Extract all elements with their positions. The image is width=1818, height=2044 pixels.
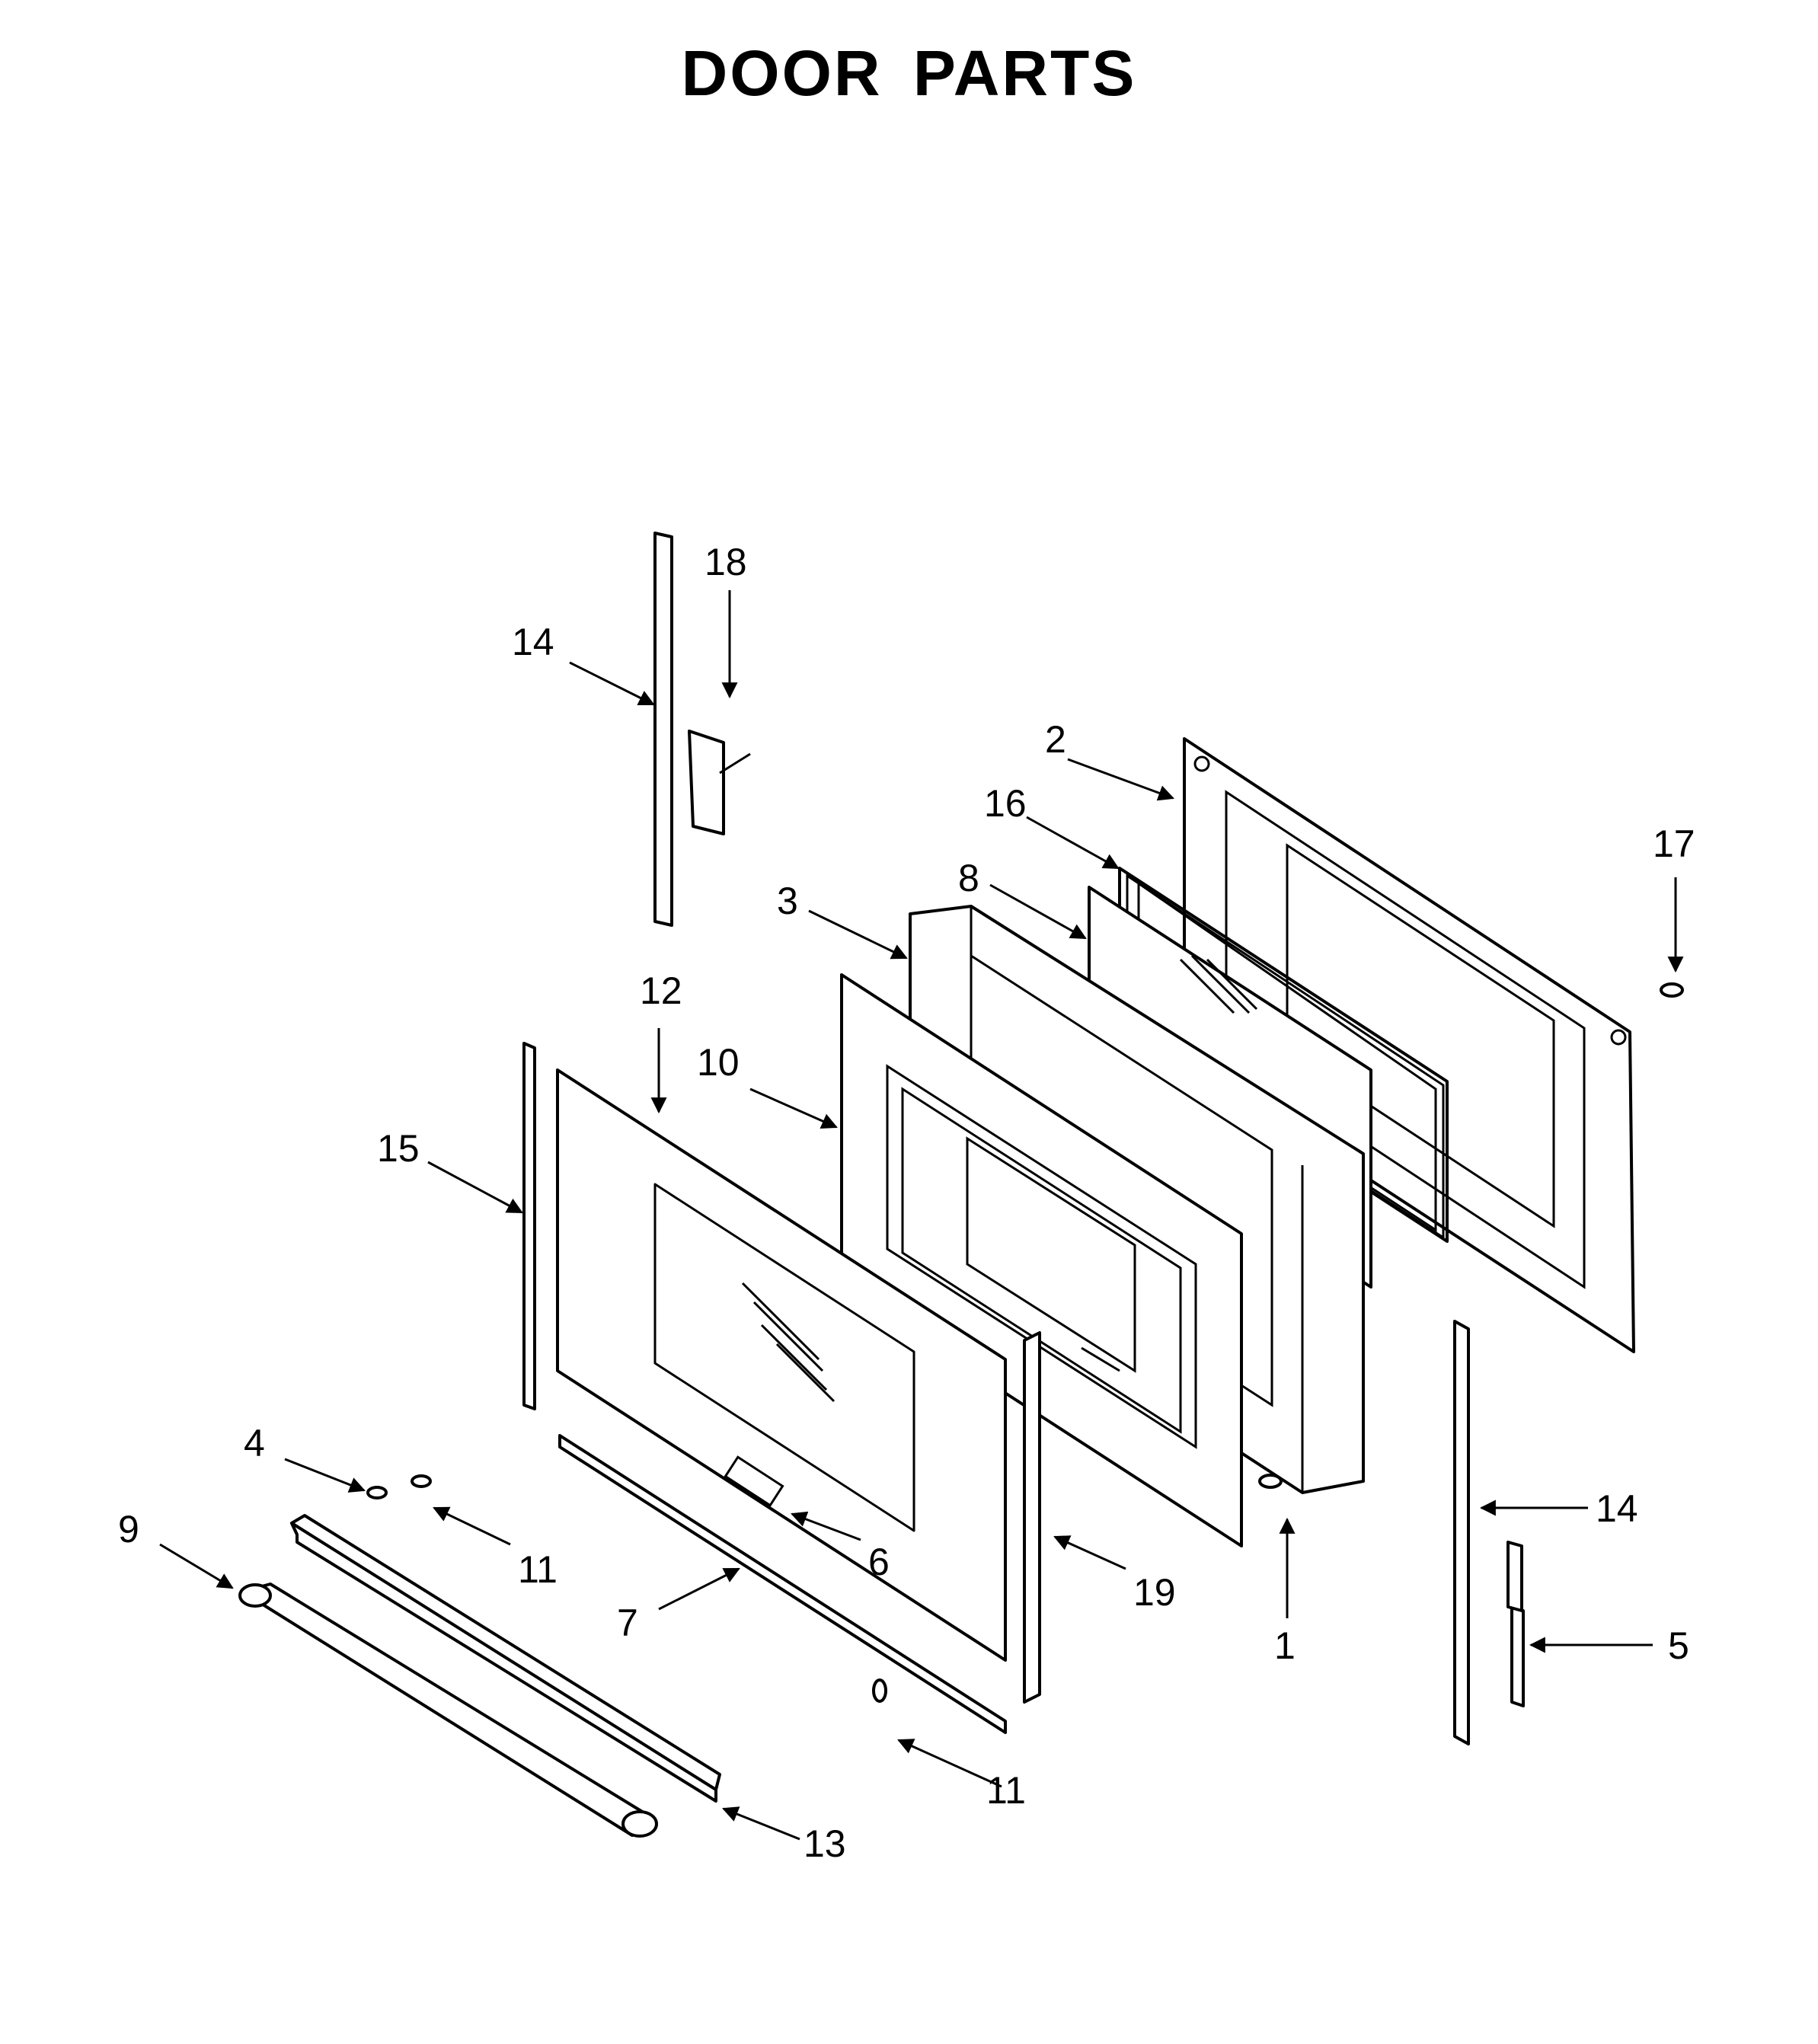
callout-8: 8: [958, 857, 979, 899]
callout-10: 10: [697, 1041, 740, 1084]
leader-lines: [159, 590, 1684, 1841]
part-outer-door-glass: [556, 1068, 1007, 1662]
callout-2: 2: [1045, 718, 1066, 761]
part-hinge-channel-lower: [1453, 1320, 1470, 1745]
callout-14-lower: 14: [1596, 1487, 1638, 1530]
callout-9: 9: [118, 1508, 139, 1551]
part-hinge-upper: [688, 730, 751, 835]
callout-17: 17: [1653, 822, 1695, 865]
part-door-frame: [840, 973, 1243, 1547]
part-hinge-channel-upper: [653, 532, 673, 927]
callout-1: 1: [1274, 1624, 1296, 1667]
part-inner-door-panel: [1183, 737, 1635, 1353]
callout-19: 19: [1133, 1571, 1176, 1614]
part-screws: [366, 982, 1684, 1703]
part-side-trim-right: [1023, 1331, 1041, 1704]
callout-11-upper: 11: [518, 1548, 558, 1591]
part-door-handle: [238, 1583, 658, 1838]
callout-14-upper: 14: [512, 621, 554, 663]
page-title: DOOR PARTS: [681, 37, 1137, 109]
part-hinge-lower: [1506, 1541, 1525, 1707]
callout-15: 15: [377, 1127, 420, 1170]
callout-4: 4: [244, 1422, 265, 1464]
callout-3: 3: [777, 880, 798, 922]
part-side-trim-left: [522, 1042, 536, 1410]
callout-18: 18: [705, 541, 747, 583]
callouts: 1 2 3 4 5 6 7 8 9 10 11 11 12 13 14 14 1…: [118, 541, 1695, 1865]
callout-11-lower: 11: [986, 1769, 1026, 1812]
callout-13: 13: [804, 1822, 846, 1865]
callout-7: 7: [617, 1602, 638, 1644]
callout-5: 5: [1668, 1624, 1689, 1667]
part-bottom-trim: [558, 1434, 1007, 1734]
callout-16: 16: [984, 782, 1027, 825]
callout-6: 6: [868, 1541, 890, 1583]
callout-12: 12: [640, 969, 682, 1012]
part-vent-panel: [290, 1514, 721, 1803]
